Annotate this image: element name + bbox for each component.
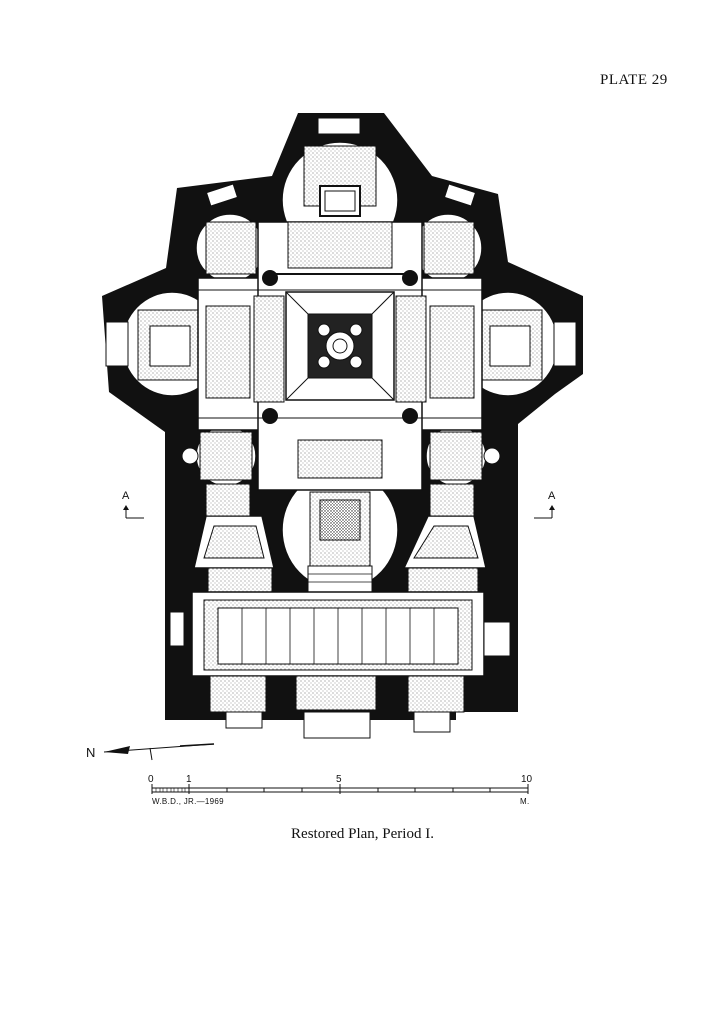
entrance-east [407,675,465,713]
porch-west [225,711,263,729]
scale-unit: M. [520,797,530,806]
entrance-west [209,675,267,713]
chamber-southeast [402,483,487,593]
apse-west [121,291,223,397]
scale-tick-1: 1 [186,774,192,785]
window [205,183,239,207]
narthex [191,591,485,677]
passage-south [307,565,373,593]
section-marker-left [123,505,144,519]
scale-tick-5: 5 [336,774,342,785]
scale-author: W.B.D., JR.—1969 [152,797,224,806]
apse-south [281,469,399,591]
central-dome [285,291,395,401]
window [317,117,361,135]
scale-bar [151,784,529,794]
plate-caption: Restored Plan, Period I. [291,826,434,842]
section-marker-right [534,505,555,519]
column [402,270,418,286]
window [553,321,577,367]
window [443,183,477,207]
entrance-center [295,675,377,711]
porch-center [303,711,371,739]
north-letter: N [86,745,96,760]
window [169,611,185,647]
window [483,621,511,657]
apse-southwest [181,425,257,487]
apse-northwest [195,213,265,283]
north-arrow [103,743,215,761]
scale-tick-0: 0 [148,774,154,785]
chamber-southwest [193,483,275,593]
porch-east [413,711,451,733]
column [402,408,418,424]
plate-label: PLATE 29 [600,72,668,88]
window [105,321,129,367]
column [262,408,278,424]
section-label-right: A [548,490,556,502]
column [262,270,278,286]
scale-tick-10: 10 [521,774,533,785]
apse-northeast [413,213,483,283]
section-label-left: A [122,490,130,502]
